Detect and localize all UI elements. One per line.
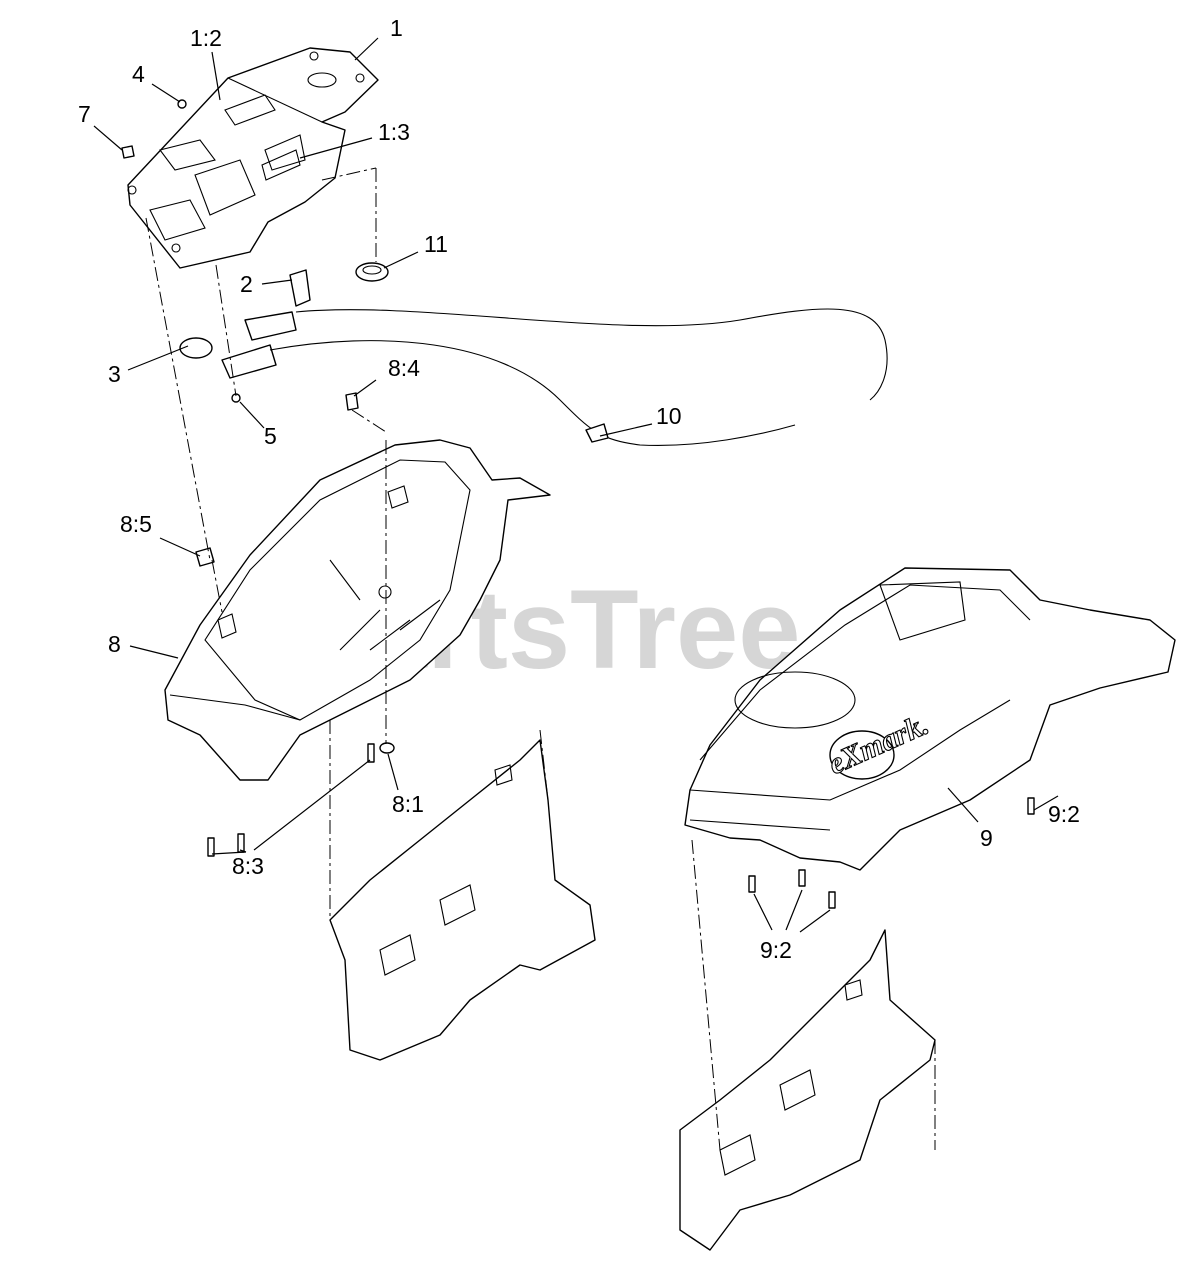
callout-1-3[interactable]: 1:3 — [378, 119, 410, 145]
screws-8-3[interactable] — [207, 743, 375, 857]
grommet-11[interactable] — [355, 262, 389, 282]
console-housing-8[interactable] — [164, 439, 551, 781]
control-cables — [269, 308, 888, 446]
callout-2[interactable]: 2 — [240, 271, 253, 297]
callout-8-3[interactable]: 8:3 — [232, 853, 264, 879]
console-cover-9[interactable] — [684, 567, 1176, 871]
nut-8-1[interactable] — [379, 742, 395, 754]
right-mounting-bracket[interactable] — [679, 929, 936, 1251]
callout-11[interactable]: 11 — [424, 231, 448, 257]
control-panel-plate[interactable] — [127, 47, 379, 269]
callout-1[interactable]: 1 — [390, 15, 403, 41]
nut-8-5[interactable] — [195, 547, 215, 567]
callout-7[interactable]: 7 — [78, 101, 91, 127]
callout-8-1[interactable]: 8:1 — [392, 791, 424, 817]
callout-9-2b[interactable]: 9:2 — [760, 937, 792, 963]
alignment-lines — [145, 167, 936, 1151]
throttle-control-3[interactable] — [179, 337, 277, 379]
callout-1-2[interactable]: 1:2 — [190, 25, 222, 51]
callout-8-4[interactable]: 8:4 — [388, 355, 420, 381]
callout-8-5[interactable]: 8:5 — [120, 511, 152, 537]
bolt-7[interactable] — [121, 145, 135, 159]
callout-3[interactable]: 3 — [108, 361, 121, 387]
callout-9[interactable]: 9 — [980, 825, 993, 851]
callout-9-2a[interactable]: 9:2 — [1048, 801, 1080, 827]
callout-4[interactable]: 4 — [132, 61, 145, 87]
cable-clamp-10[interactable] — [585, 423, 609, 443]
screws-9-2[interactable] — [748, 797, 1035, 909]
callout-8[interactable]: 8 — [108, 631, 121, 657]
choke-control-2[interactable] — [244, 269, 311, 341]
leader-lines — [93, 37, 1059, 933]
callout-labels: 1 1:2 1:3 2 3 4 5 7 8 8:1 8:3 8:4 8:5 9 … — [78, 15, 1080, 963]
panel-decal — [261, 149, 301, 181]
screw-8-4[interactable] — [345, 392, 359, 411]
callout-10[interactable]: 10 — [656, 403, 682, 429]
callout-5[interactable]: 5 — [264, 423, 277, 449]
left-mounting-bracket[interactable] — [329, 739, 596, 1061]
